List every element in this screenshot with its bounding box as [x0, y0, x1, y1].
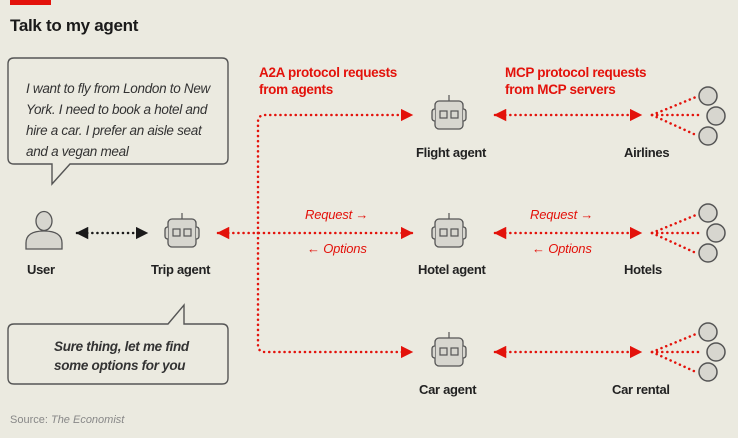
mcp-protocol-label: MCP protocol requests from MCP servers	[505, 64, 647, 98]
flight-agent-label: Flight agent	[416, 145, 487, 160]
mcp-connector-hotel	[493, 213, 704, 255]
fan-line-bottom	[650, 231, 698, 255]
a2a-connector-car	[256, 231, 414, 359]
car-rental-label: Car rental	[612, 382, 670, 397]
a2a-protocol-label: A2A protocol requests from agents	[259, 64, 397, 98]
source-name: The Economist	[50, 414, 125, 426]
mcp-connector-flight	[493, 95, 704, 137]
a2a-options-label: ← Options	[307, 241, 367, 256]
flight-agent-robot-icon	[431, 94, 467, 130]
person-icon	[25, 210, 63, 250]
mcp-connector-car	[493, 332, 704, 374]
hotels-server-icon	[698, 203, 726, 263]
mcp-request-label: Request →	[530, 207, 594, 222]
hotel-agent-label: Hotel agent	[418, 262, 486, 277]
brand-accent-bar	[10, 0, 51, 5]
mcp-protocol-line1: MCP protocol requests	[505, 65, 647, 80]
trip-agent-robot-icon	[164, 212, 200, 248]
user-speech-bubble	[7, 57, 229, 186]
airlines-server-icon	[698, 86, 726, 146]
a2a-request-label: Request →	[305, 207, 369, 222]
fan-line-bottom	[650, 113, 698, 137]
trip-agent-label: Trip agent	[151, 262, 211, 277]
agent-speech-bubble	[7, 303, 229, 385]
user-request-text: I want to fly from London to New York. I…	[26, 81, 210, 159]
page-title: Talk to my agent	[10, 16, 139, 35]
hotel-agent-robot-icon	[431, 212, 467, 248]
fan-line-top	[650, 332, 698, 354]
car-agent-robot-icon	[431, 331, 467, 367]
airlines-label: Airlines	[624, 145, 670, 160]
agent-reply-text: Sure thing, let me find some options for…	[54, 339, 189, 373]
car-agent-label: Car agent	[419, 382, 477, 397]
car-rental-server-icon	[698, 322, 726, 382]
fan-line-top	[650, 213, 698, 235]
user-label: User	[27, 262, 55, 277]
a2a-protocol-line2: from agents	[259, 82, 333, 97]
fan-line-top	[650, 95, 698, 117]
a2a-connector-flight	[256, 108, 414, 235]
source-note: Source: The Economist	[10, 414, 124, 426]
hotels-label: Hotels	[624, 262, 662, 277]
mcp-protocol-line2: from MCP servers	[505, 82, 616, 97]
mcp-options-label: ← Options	[532, 241, 592, 256]
fan-line-bottom	[650, 350, 698, 374]
a2a-protocol-line1: A2A protocol requests	[259, 65, 397, 80]
source-prefix: Source:	[10, 414, 51, 426]
